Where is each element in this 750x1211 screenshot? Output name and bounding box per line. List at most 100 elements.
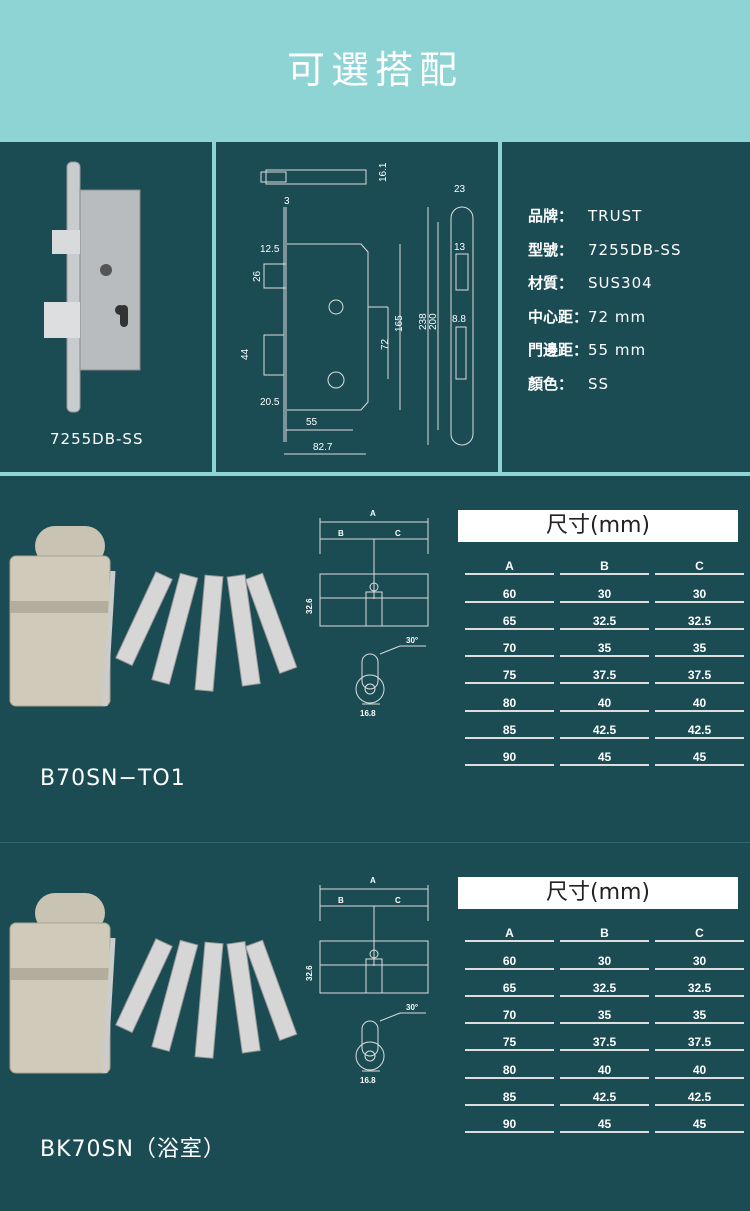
cell-value: 42.5 xyxy=(655,724,744,740)
dim-label: 30° xyxy=(406,636,418,645)
table-cell: 80 xyxy=(462,684,557,712)
table-cell: 35 xyxy=(557,630,652,658)
table-cell: 40 xyxy=(652,1051,747,1079)
table-cell: B xyxy=(557,915,652,943)
cell-value: 40 xyxy=(655,1063,744,1079)
dim-label: B xyxy=(338,896,344,905)
table-cell: 35 xyxy=(652,630,747,658)
cell-value: 70 xyxy=(465,1009,554,1025)
table-cell: 37.5 xyxy=(652,1024,747,1052)
table-cell: 45 xyxy=(652,1106,747,1134)
table-cell: 80 xyxy=(462,1051,557,1079)
spec-row: 型號：7255DB-SS xyxy=(528,234,681,268)
dim-label: B xyxy=(338,529,344,538)
table-cell: 37.5 xyxy=(557,657,652,685)
table-cell: 45 xyxy=(557,1106,652,1134)
dim-label: 12.5 xyxy=(260,244,280,255)
spec-label: 材質： xyxy=(528,274,574,292)
divider xyxy=(498,142,502,476)
dim-label: 3 xyxy=(284,196,290,207)
page-title: 可選搭配 xyxy=(286,47,463,92)
dim-label: 238 xyxy=(418,313,429,330)
cylinder-dimension-diagram: A B C 32.6 30° 16.8 xyxy=(305,876,429,1085)
table-cell: 32.5 xyxy=(557,603,652,630)
table-cell: A xyxy=(462,915,557,943)
dim-label: A xyxy=(370,509,376,518)
cell-value: C xyxy=(655,927,744,943)
table-cell: 90 xyxy=(462,1106,557,1134)
dim-label: 82.7 xyxy=(313,442,333,453)
table-cell: 32.5 xyxy=(652,970,747,997)
spec-list: 品牌：TRUST 型號：7255DB-SS 材質：SUS304 中心距：72 m… xyxy=(528,200,681,401)
size-table-title: 尺寸(mm) xyxy=(458,877,738,909)
cell-value: 30 xyxy=(560,587,649,603)
cylinder-product-image xyxy=(9,893,298,1074)
header-banner: 可選搭配 xyxy=(0,0,750,142)
table-cell: 37.5 xyxy=(557,1024,652,1052)
dim-label: 20.5 xyxy=(260,397,280,408)
dim-label: 16.1 xyxy=(378,162,389,182)
cylinder-dimension-diagram: A B C 32.6 30° 16.8 xyxy=(305,509,429,718)
spec-value: 55 mm xyxy=(588,341,647,359)
spec-value: SS xyxy=(588,374,610,393)
cell-value: 30 xyxy=(560,954,649,970)
spec-label: 中心距： xyxy=(528,307,589,326)
cell-value: 35 xyxy=(655,1009,744,1025)
table-cell: 32.5 xyxy=(652,603,747,630)
dim-label: 23 xyxy=(454,184,466,195)
dim-label: C xyxy=(395,896,401,905)
cylinder-product-image xyxy=(9,526,298,707)
divider xyxy=(212,142,216,476)
table-cell: 60 xyxy=(462,942,557,970)
cell-value: 37.5 xyxy=(560,669,649,685)
cell-value: 40 xyxy=(655,696,744,712)
cell-value: C xyxy=(655,560,744,576)
table-cell: 70 xyxy=(462,997,557,1025)
cell-value: 30 xyxy=(655,954,744,970)
cell-value: 85 xyxy=(465,724,554,740)
dim-label: 8.8 xyxy=(452,314,466,325)
table-cell: 75 xyxy=(462,1024,557,1052)
cell-value: 65 xyxy=(465,614,554,630)
cell-value: 45 xyxy=(655,751,744,767)
product-model: B70SN−TO1 xyxy=(40,766,186,791)
table-cell: 35 xyxy=(652,997,747,1025)
table-cell: C xyxy=(652,548,747,576)
table-cell: 30 xyxy=(557,575,652,603)
table-cell: 35 xyxy=(557,997,652,1025)
cell-value: 32.5 xyxy=(655,614,744,630)
mortise-lock-image xyxy=(44,161,141,413)
spec-label: 顏色： xyxy=(528,374,574,393)
table-cell: B xyxy=(557,548,652,576)
cell-value: 42.5 xyxy=(655,1091,744,1107)
table-cell: 37.5 xyxy=(652,657,747,685)
table-cell: A xyxy=(462,548,557,576)
table-cell: 60 xyxy=(462,575,557,603)
cell-value: 65 xyxy=(465,981,554,997)
cell-value: 37.5 xyxy=(560,1036,649,1052)
table-cell: 85 xyxy=(462,712,557,740)
spec-label: 品牌： xyxy=(528,207,574,225)
spec-value: 72 mm xyxy=(588,307,647,326)
cell-value: 32.5 xyxy=(655,981,744,997)
cell-value: 30 xyxy=(655,587,744,603)
table-cell: 30 xyxy=(652,575,747,603)
cell-value: 90 xyxy=(465,751,554,767)
table-cell: 42.5 xyxy=(652,1079,747,1107)
table-cell: 42.5 xyxy=(557,1079,652,1107)
lock-technical-drawing: 16.1 3 12.5 26 44 20.5 55 82.7 72 165 23… xyxy=(240,162,474,455)
